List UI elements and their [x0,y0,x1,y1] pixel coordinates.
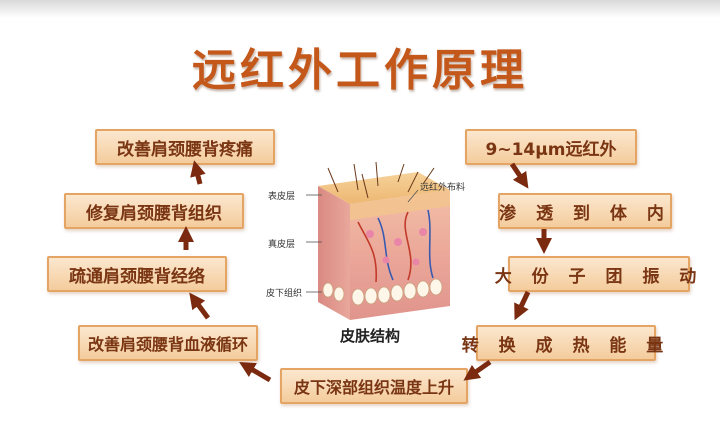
label-epidermis: 表皮层 [268,189,295,202]
label-subcutaneous: 皮下组织 [266,286,302,299]
skin-structure-caption: 皮肤结构 [340,325,400,346]
arrow-right-4 [470,362,490,376]
arrow-bottom-left [246,366,270,380]
arrow-left-1 [194,299,208,318]
arrow-right-3 [518,292,528,313]
arrow-left-3 [196,168,200,184]
label-far-infrared-fabric: 远红外布料 [420,180,465,193]
arrow-right-1 [512,164,524,182]
label-dermis: 真皮层 [268,237,295,250]
